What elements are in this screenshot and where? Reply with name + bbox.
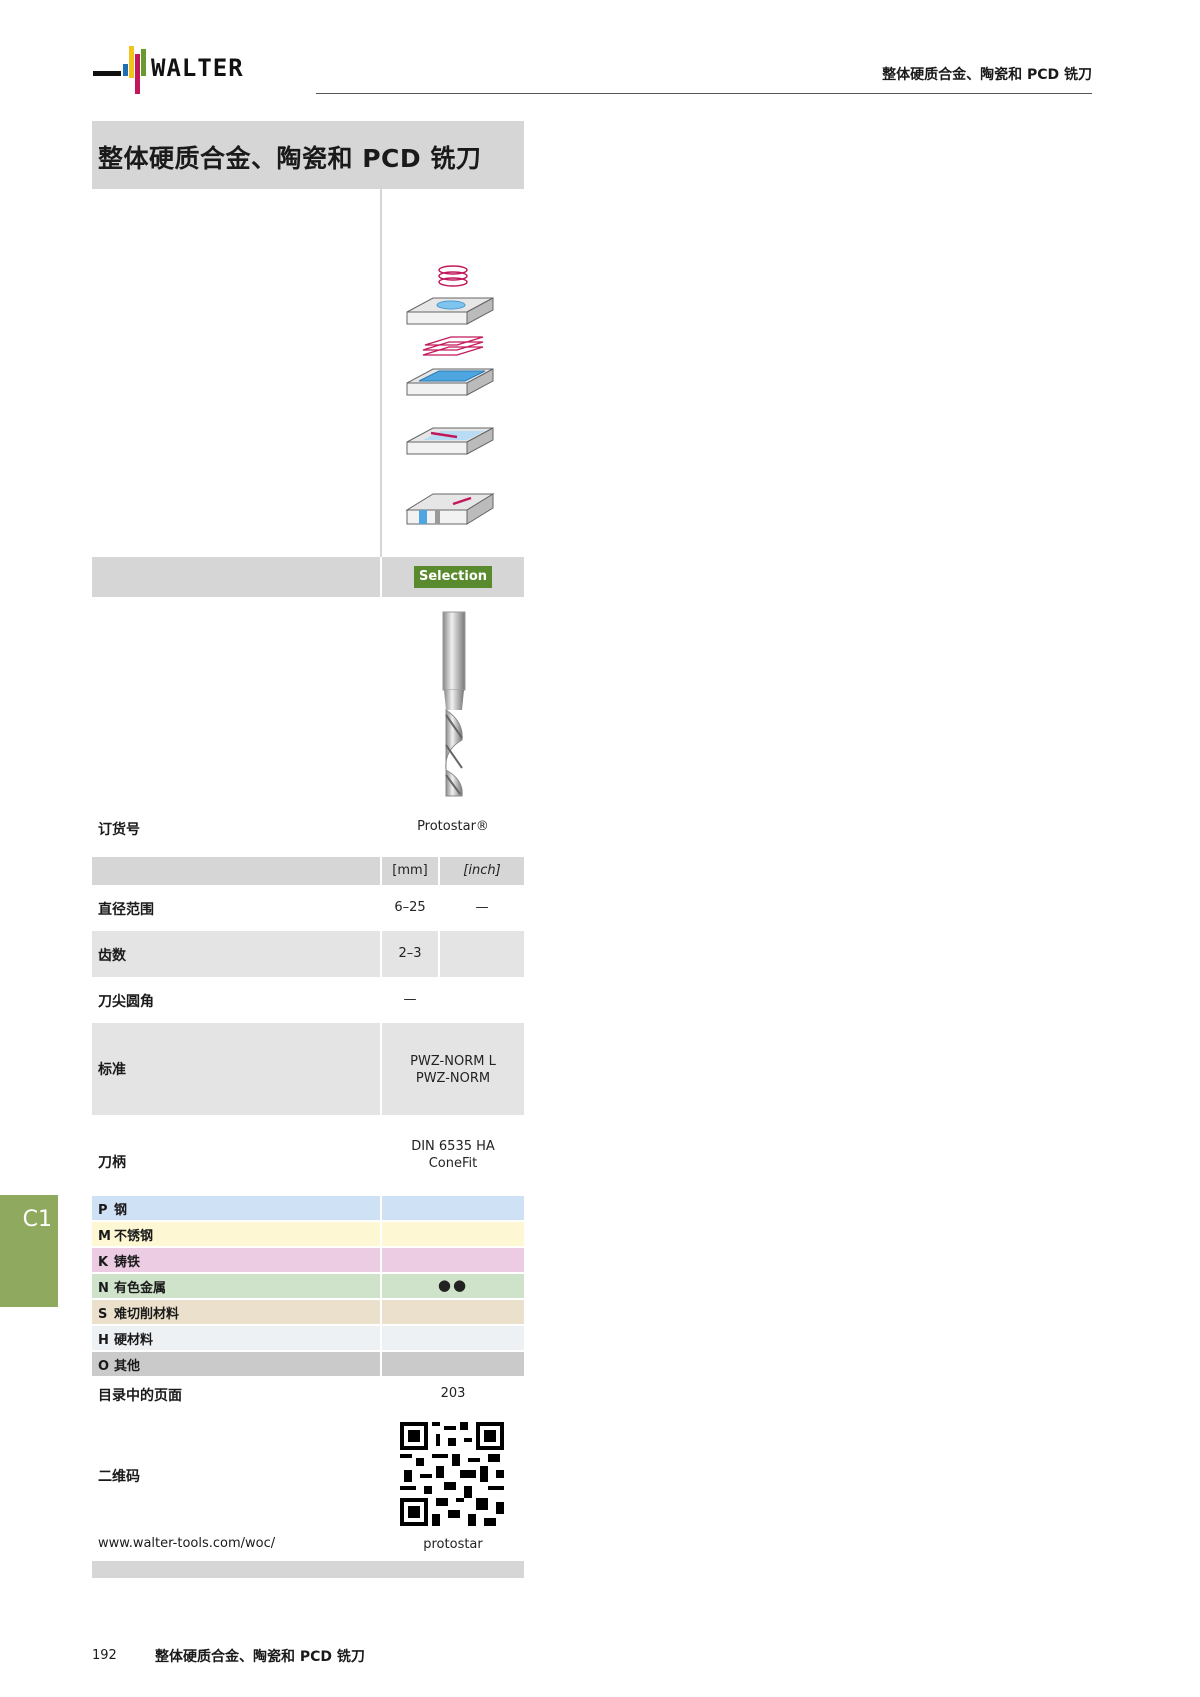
end-mill-image bbox=[434, 610, 474, 802]
header-divider bbox=[316, 93, 1092, 94]
page-title: 整体硬质合金、陶瓷和 PCD 铣刀 bbox=[98, 144, 482, 173]
selection-row: Selection bbox=[92, 557, 524, 597]
order-number-label: 订货号 bbox=[98, 822, 140, 838]
woc-url[interactable]: www.walter-tools.com/woc/ bbox=[98, 1536, 276, 1551]
header-section-title: 整体硬质合金、陶瓷和 PCD 铣刀 bbox=[882, 67, 1092, 83]
walter-logo: WALTER bbox=[93, 44, 293, 94]
unit-inch: [inch] bbox=[463, 863, 501, 878]
units-row: [mm] [inch] bbox=[92, 857, 524, 885]
spec-row-teeth: 齿数 2–3 bbox=[92, 931, 524, 977]
face-milling-icon bbox=[405, 420, 495, 474]
column-divider bbox=[380, 189, 382, 557]
spec-row-diameter: 直径范围 6–25 — bbox=[98, 900, 489, 918]
spec-row-standard: 标准 PWZ-NORM L PWZ-NORM bbox=[92, 1023, 524, 1115]
catalog-page-link[interactable]: 203 bbox=[440, 1386, 466, 1401]
suitability-dots: ●● bbox=[437, 1276, 469, 1294]
spec-row-shank: 刀柄 DIN 6535 HA ConeFit bbox=[98, 1139, 495, 1171]
slot-milling-icon bbox=[405, 488, 495, 542]
footer-title: 整体硬质合金、陶瓷和 PCD 铣刀 bbox=[155, 1649, 365, 1665]
page-title-box: 整体硬质合金、陶瓷和 PCD 铣刀 bbox=[92, 121, 524, 189]
qr-code[interactable] bbox=[400, 1422, 504, 1526]
qr-row: 二维码 bbox=[92, 1408, 524, 1530]
helical-interpolation-icon bbox=[405, 262, 495, 336]
unit-mm: [mm] bbox=[392, 863, 428, 878]
chapter-tab[interactable]: C1 bbox=[0, 1195, 58, 1307]
page-number: 192 bbox=[92, 1648, 117, 1663]
product-name: Protostar® bbox=[417, 819, 489, 834]
catalog-page-row: 目录中的页面 203 bbox=[92, 1378, 524, 1408]
svg-text:WALTER: WALTER bbox=[151, 54, 244, 82]
pocket-milling-icon bbox=[405, 333, 495, 407]
spec-row-corner-radius: 刀尖圆角 — bbox=[98, 992, 417, 1010]
selection-button[interactable]: Selection bbox=[414, 566, 492, 588]
table-footer-bar bbox=[92, 1561, 524, 1578]
order-number-row: 订货号 Protostar® bbox=[92, 815, 524, 845]
link-row: www.walter-tools.com/woc/ protostar bbox=[92, 1530, 524, 1558]
woc-code: protostar bbox=[423, 1537, 483, 1552]
